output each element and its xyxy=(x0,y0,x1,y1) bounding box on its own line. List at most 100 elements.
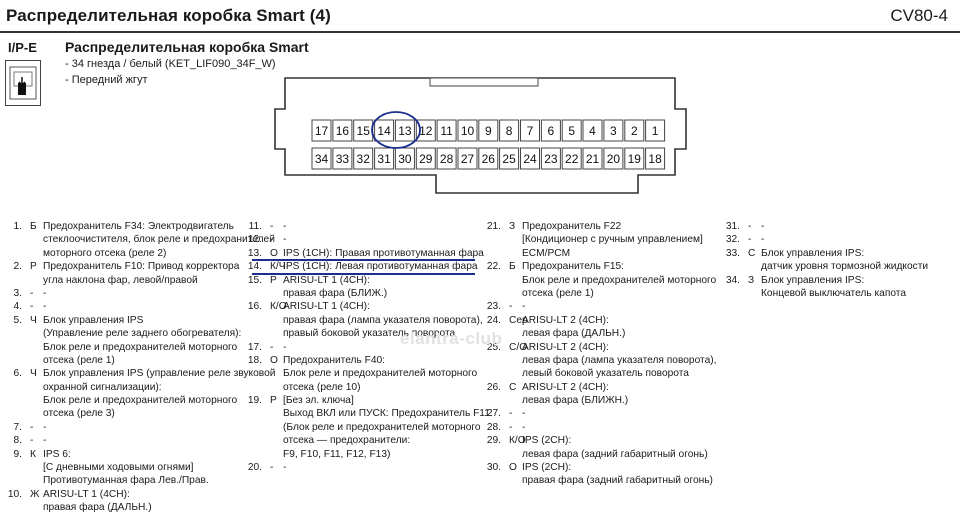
watermark: elantra-club xyxy=(400,329,503,348)
pin-entry-number: 2. xyxy=(13,261,23,273)
pin-cell xyxy=(624,119,645,142)
pin-cell xyxy=(374,147,395,170)
pin-number: 17 xyxy=(315,124,329,138)
header-rule xyxy=(0,31,960,33)
pin-entry-description: Концевой выключатель капота xyxy=(761,287,906,299)
pin-entry-description: Выход ВКЛ или ПУСК: Предохранитель F11: xyxy=(283,408,493,420)
pin-entry-number: 31. xyxy=(725,221,740,232)
pin-number: 18 xyxy=(648,152,662,166)
pin-entry-description: ARISU-LT 1 (4CH): xyxy=(43,488,130,500)
pin-entry-number: 34. xyxy=(725,274,740,286)
connector-latch xyxy=(429,77,539,87)
pin-entry-description: ARISU-LT 2 (4CH): xyxy=(522,314,609,326)
pin-entry-description: правая фара (задний габаритный огонь) xyxy=(522,475,713,487)
pin-cell xyxy=(645,119,666,142)
pin-cell xyxy=(332,119,353,142)
pin-number: 8 xyxy=(506,124,513,138)
pin-number: 19 xyxy=(628,152,642,166)
pin-20: 20 xyxy=(603,147,624,170)
pin-entry-description: моторного отсека (реле 2) xyxy=(43,247,167,259)
pin-8: 8 xyxy=(499,119,520,142)
wire-color-code: С xyxy=(509,381,517,393)
pin-entry-description: - xyxy=(522,421,526,433)
wire-color-code: О xyxy=(509,462,517,474)
pin-cell xyxy=(394,119,415,142)
pin-number: 6 xyxy=(548,124,555,138)
page-code: CV80-4 xyxy=(890,6,948,25)
wire-color-code: Р xyxy=(270,274,277,286)
pin-34: 34 xyxy=(311,147,332,170)
pin-4: 4 xyxy=(582,119,603,142)
pin-5: 5 xyxy=(561,119,582,142)
pin-number: 9 xyxy=(485,124,492,138)
pin-entry-description: - xyxy=(43,301,47,313)
pin-number: 16 xyxy=(336,124,350,138)
page-title: Распределительная коробка Smart (4) xyxy=(6,6,331,25)
wire-color-code: - xyxy=(748,234,752,246)
pin-entry-description: IPS (2CH): xyxy=(522,435,572,447)
pin-number: 22 xyxy=(565,152,579,166)
pin-number: 29 xyxy=(419,152,433,166)
wire-color-code: Ж xyxy=(30,488,40,500)
pin-number: 31 xyxy=(377,152,391,166)
pin-cell xyxy=(478,147,499,170)
pin-32: 32 xyxy=(353,147,374,170)
pin-number: 12 xyxy=(419,124,433,138)
pin-number: 5 xyxy=(568,124,575,138)
pin-31: 31 xyxy=(374,147,395,170)
wire-color-code: - xyxy=(748,221,752,232)
pin-number: 13 xyxy=(398,124,412,138)
pin-entry-number: 3. xyxy=(13,287,23,299)
pin-9: 9 xyxy=(478,119,499,142)
pin-3: 3 xyxy=(603,119,624,142)
pin-cell xyxy=(311,119,332,142)
pin-cell xyxy=(374,119,395,142)
wire-color-code: - xyxy=(30,435,34,447)
pin-entry-number: 9. xyxy=(13,448,23,460)
pin-2: 2 xyxy=(624,119,645,142)
pin-entry-number: 7. xyxy=(13,421,23,433)
pin-entry-description: Противотуманная фара Лев./Прав. xyxy=(43,475,209,487)
pin-entry-number: 25. xyxy=(486,341,501,353)
pin-entry-number: 16. xyxy=(247,301,262,313)
pin-number: 34 xyxy=(315,152,329,166)
pin-entry-number: 30. xyxy=(486,462,501,474)
highlight-line-13 xyxy=(252,259,475,261)
pin-entry-description: левая фара (ДАЛЬН.) xyxy=(522,328,626,340)
pin-entry-description: - xyxy=(283,221,287,232)
pin-entry-description: IPS (1CH): Левая противотуманная фара xyxy=(283,261,478,273)
pin-entry-description: правый боковой указатель поворота xyxy=(283,328,456,340)
pin-entry-description: Блок реле и предохранителей моторного xyxy=(43,395,238,407)
pin-entry-description: правая фара (БЛИЖ.) xyxy=(283,287,388,299)
connector-id: I/P-E xyxy=(8,40,37,55)
pin-entry-number: 21. xyxy=(486,221,501,232)
wire-color-code: Р xyxy=(30,261,37,273)
pin-entry-number: 32. xyxy=(725,234,740,246)
pin-entry-description: Блок управления IPS xyxy=(43,314,144,326)
pin-entry-description: - xyxy=(283,234,287,246)
pin-entry-description: - xyxy=(43,421,47,433)
pin-entry-number: 33. xyxy=(725,247,740,259)
wire-color-code: З xyxy=(748,274,755,286)
pin-entry-description: ARISU-LT 2 (4CH): xyxy=(522,341,609,353)
pin-entry-number: 11. xyxy=(248,221,262,232)
wire-color-code: К/О xyxy=(270,301,287,313)
pin-entry-description: Предохранитель F22 xyxy=(522,221,622,232)
wire-color-code: - xyxy=(30,287,34,299)
pin-cell xyxy=(499,147,520,170)
pin-entry-description: Блок управления IPS: xyxy=(761,274,865,286)
pin-27: 27 xyxy=(457,147,478,170)
wire-color-code: - xyxy=(509,301,513,313)
pin-entry-description: - xyxy=(283,341,287,353)
wire-color-code: Б xyxy=(509,261,516,273)
pin-entry-description: левая фара (БЛИЖН.) xyxy=(522,395,629,407)
pin-entry-number: 12. xyxy=(247,234,262,246)
pin-cell xyxy=(582,119,603,142)
wire-color-code: - xyxy=(30,301,34,313)
pin-entry-number: 22. xyxy=(486,261,501,273)
pin-entry-description: - xyxy=(761,234,765,246)
page-header: Распределительная коробка Smart (4) CV80… xyxy=(0,0,960,34)
pin-entry-number: 19. xyxy=(247,395,262,407)
pin-cell xyxy=(332,147,353,170)
